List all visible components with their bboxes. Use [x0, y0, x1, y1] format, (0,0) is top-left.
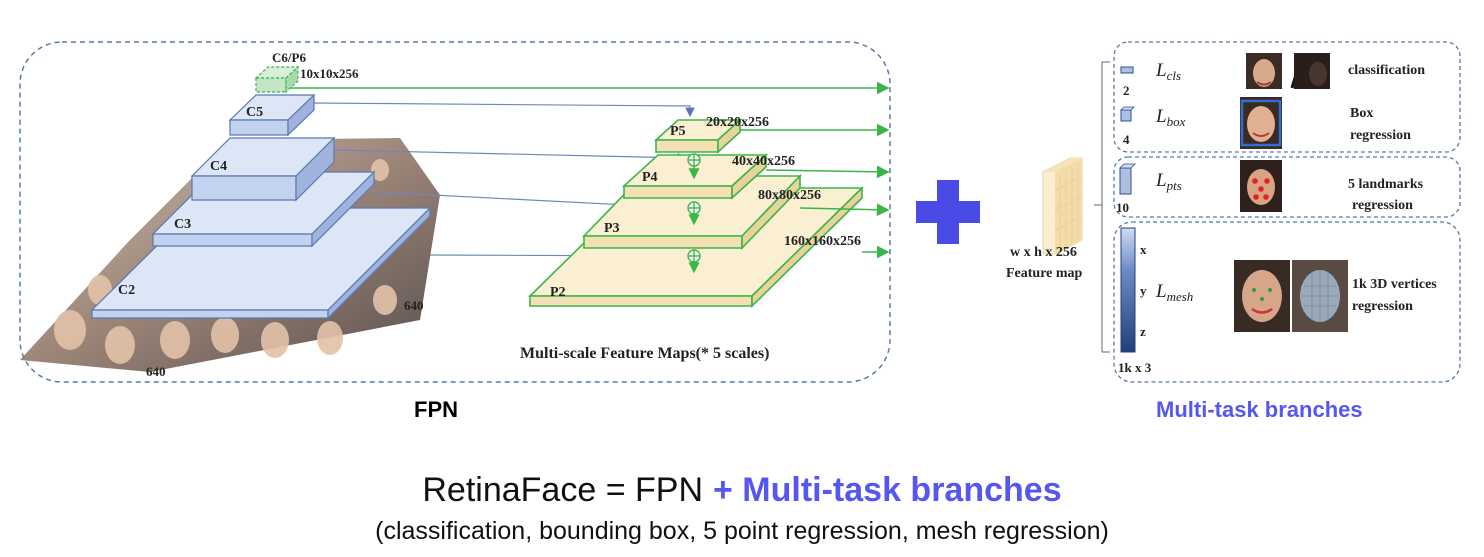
feature-map-label: Feature map	[1006, 266, 1083, 281]
input-height-label: 640	[404, 298, 424, 313]
loss-mesh-base: L	[1155, 281, 1167, 302]
fpn-panel-border	[19, 41, 891, 383]
loss-pts-sub: pts	[1166, 178, 1182, 193]
desc-cls: classification	[1348, 63, 1425, 78]
mesh-axis-z: z	[1140, 324, 1146, 339]
block-p5	[653, 118, 743, 154]
equation-rhs: + Multi-task branches	[713, 471, 1062, 509]
tensor-cls	[1120, 66, 1134, 74]
label-p5: P5	[670, 124, 686, 139]
block-c5	[228, 93, 316, 137]
face-landmarks	[1240, 160, 1282, 212]
label-p3: P3	[604, 221, 620, 236]
mesh-axis-y: y	[1140, 283, 1147, 298]
mesh-axis-x: x	[1140, 242, 1147, 257]
loss-pts: Lpts	[1155, 170, 1182, 193]
loss-pts-base: L	[1155, 170, 1167, 191]
loss-cls-sub: cls	[1167, 68, 1181, 83]
loss-box-sub: box	[1167, 114, 1186, 129]
label-p3-size: 80x80x256	[758, 188, 821, 203]
face-cls-positive	[1246, 53, 1282, 89]
block-c6	[254, 65, 300, 94]
loss-mesh-sub: mesh	[1167, 289, 1194, 304]
tensor-mesh	[1120, 227, 1136, 353]
label-p4: P4	[642, 170, 658, 185]
channels-mesh: 1k x 3	[1118, 360, 1152, 375]
face-mesh-3d	[1292, 260, 1348, 332]
loss-cls: Lcls	[1155, 60, 1181, 83]
label-p2-size: 160x160x256	[784, 234, 861, 249]
input-width-label: 640	[146, 364, 166, 379]
plus-icon	[916, 180, 980, 244]
feature-map-cube	[1042, 157, 1083, 255]
block-c4	[190, 136, 336, 202]
tensor-box	[1120, 106, 1135, 122]
label-c5: C5	[246, 105, 263, 120]
channels-cls: 2	[1123, 83, 1130, 98]
feature-map-size: w x h x 256	[1010, 245, 1077, 260]
label-p5-size: 20x20x256	[706, 115, 769, 130]
crowd-faces	[54, 159, 420, 364]
equation-line: RetinaFace = FPN + Multi-task branches	[422, 471, 1061, 509]
face-cls-negative	[1294, 53, 1330, 89]
loss-cls-base: L	[1155, 60, 1167, 81]
desc-pts-2: regression	[1352, 198, 1413, 213]
label-c4: C4	[210, 159, 227, 174]
label-c2: C2	[118, 283, 135, 298]
loss-box: Lbox	[1155, 106, 1186, 129]
desc-box-2: regression	[1350, 128, 1411, 143]
loss-mesh: Lmesh	[1155, 281, 1193, 304]
desc-mesh-2: regression	[1352, 299, 1413, 314]
face-mesh-landmarks	[1234, 260, 1290, 332]
branch-panel-cls-box	[1113, 41, 1461, 153]
loss-box-base: L	[1155, 106, 1167, 127]
sum-crosses	[688, 154, 700, 262]
label-p4-size: 40x40x256	[732, 154, 795, 169]
label-p2: P2	[550, 285, 566, 300]
equation-lhs: RetinaFace = FPN	[422, 471, 703, 509]
channels-pts: 10	[1116, 200, 1129, 215]
desc-box-1: Box	[1350, 106, 1373, 121]
desc-pts-1: 5 landmarks	[1348, 177, 1424, 192]
branch-panel-pts	[1113, 156, 1461, 218]
channels-box: 4	[1123, 132, 1130, 147]
branch-panel-mesh	[1113, 221, 1461, 383]
block-c2	[90, 206, 432, 320]
branches-title: Multi-task branches	[1156, 397, 1363, 422]
tensor-pts	[1119, 163, 1136, 195]
face-box	[1240, 97, 1282, 149]
label-c3: C3	[174, 217, 191, 232]
equation-detail: (classification, bounding box, 5 point r…	[375, 517, 1109, 545]
output-arrows	[290, 81, 890, 259]
feature-map-grid	[1054, 164, 1083, 250]
desc-mesh-1: 1k 3D vertices	[1352, 277, 1437, 292]
fpn-title: FPN	[414, 397, 458, 422]
fpn-caption: Multi-scale Feature Maps(* 5 scales)	[520, 345, 769, 362]
label-c6p6: C6/P6	[272, 50, 306, 65]
branch-bracket	[1094, 61, 1110, 353]
label-c6-size: 10x10x256	[300, 66, 359, 81]
face-thumbnail-icon	[1234, 53, 1348, 332]
